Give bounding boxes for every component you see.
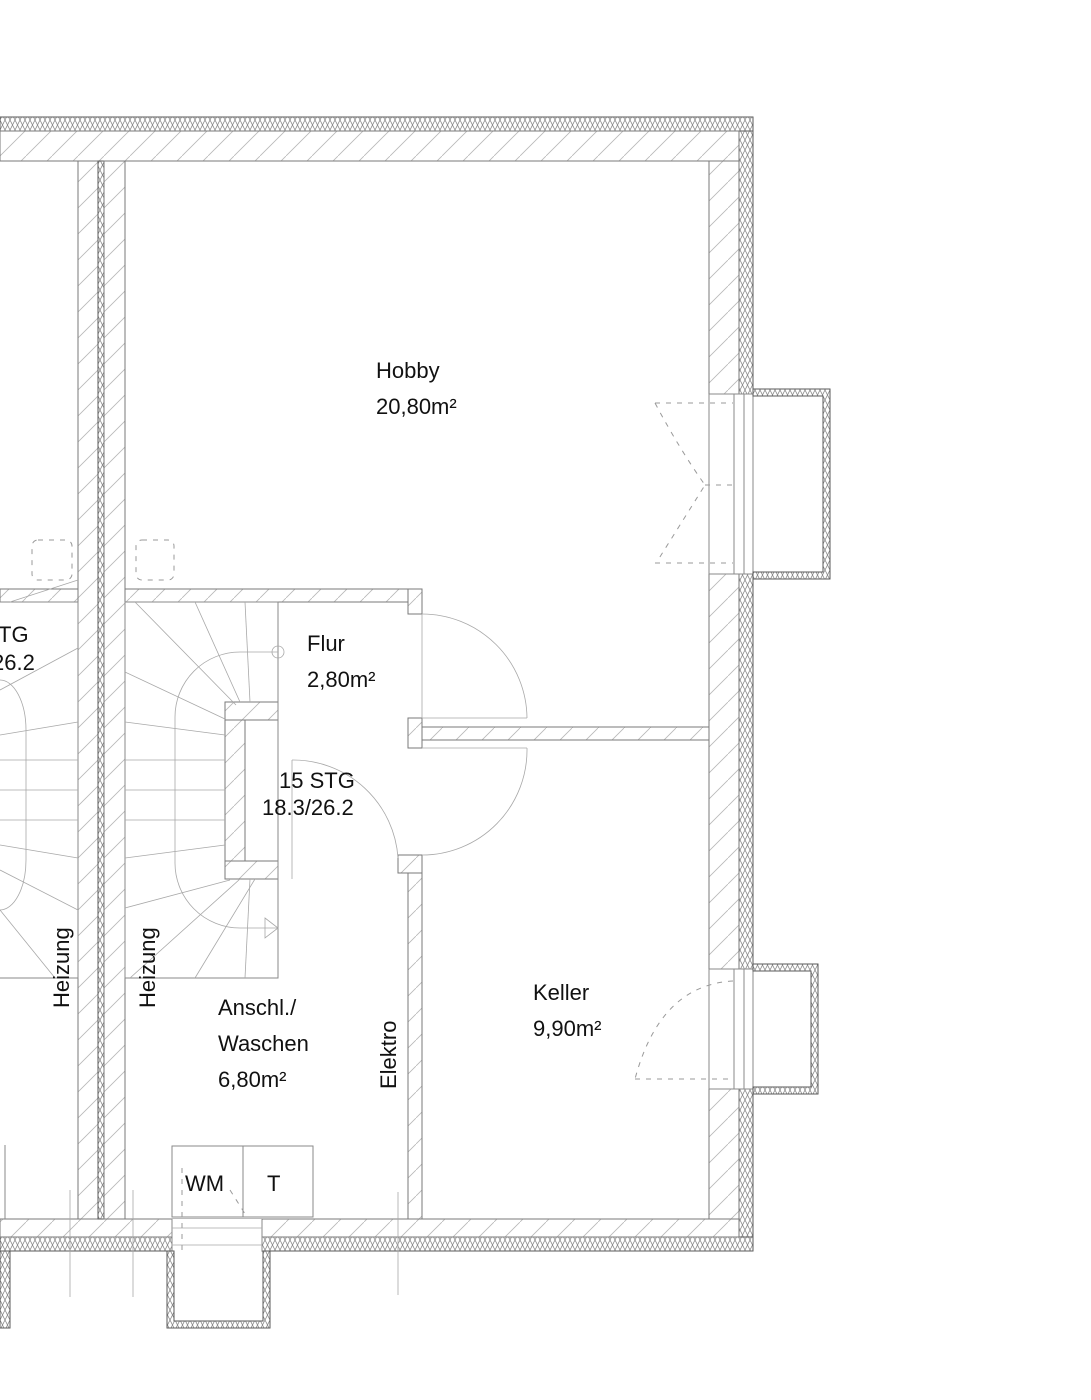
appliance-label-wm: WM xyxy=(185,1171,224,1196)
room-area-keller: 9,90m² xyxy=(533,1016,601,1041)
neighbor-stair-ratio-label: 26.2 xyxy=(0,650,35,675)
room-area-hobby: 20,80m² xyxy=(376,394,457,419)
room-name-hobby: Hobby xyxy=(376,358,440,383)
room-name-flur: Flur xyxy=(307,631,345,656)
hobby-window-bay xyxy=(654,388,831,580)
stair-ratio-label: 18.3/26.2 xyxy=(262,795,354,820)
room-area-waschen: 6,80m² xyxy=(218,1067,286,1092)
appliances xyxy=(171,1145,314,1255)
room-name-waschen-2: Waschen xyxy=(218,1031,309,1056)
stair-steps-label: 15 STG xyxy=(279,768,355,793)
room-name-waschen-1: Anschl./ xyxy=(218,995,297,1020)
room-name-keller: Keller xyxy=(533,980,589,1005)
party-wall xyxy=(77,160,126,1220)
neighbor-stair-steps-label: TG xyxy=(0,622,29,647)
vent-markers xyxy=(31,539,175,581)
keller-window-bay xyxy=(634,963,819,1095)
dryer xyxy=(242,1145,314,1218)
appliance-label-t: T xyxy=(267,1171,280,1196)
neighbor-staircase xyxy=(0,579,79,979)
interior-walls xyxy=(0,588,710,1220)
annotation-heizung-right: Heizung xyxy=(135,927,160,1008)
doors xyxy=(291,613,528,879)
main-staircase xyxy=(124,601,285,979)
room-area-flur: 2,80m² xyxy=(307,667,375,692)
room-labels: Hobby 20,80m² Flur 2,80m² 15 STG 18.3/26… xyxy=(0,358,601,1196)
waschen-window-well xyxy=(166,1219,271,1329)
extension-lines xyxy=(69,1190,399,1297)
annotation-elektro: Elektro xyxy=(376,1021,401,1089)
neighbor-window-well xyxy=(0,1145,11,1329)
annotation-heizung-left: Heizung xyxy=(49,927,74,1008)
